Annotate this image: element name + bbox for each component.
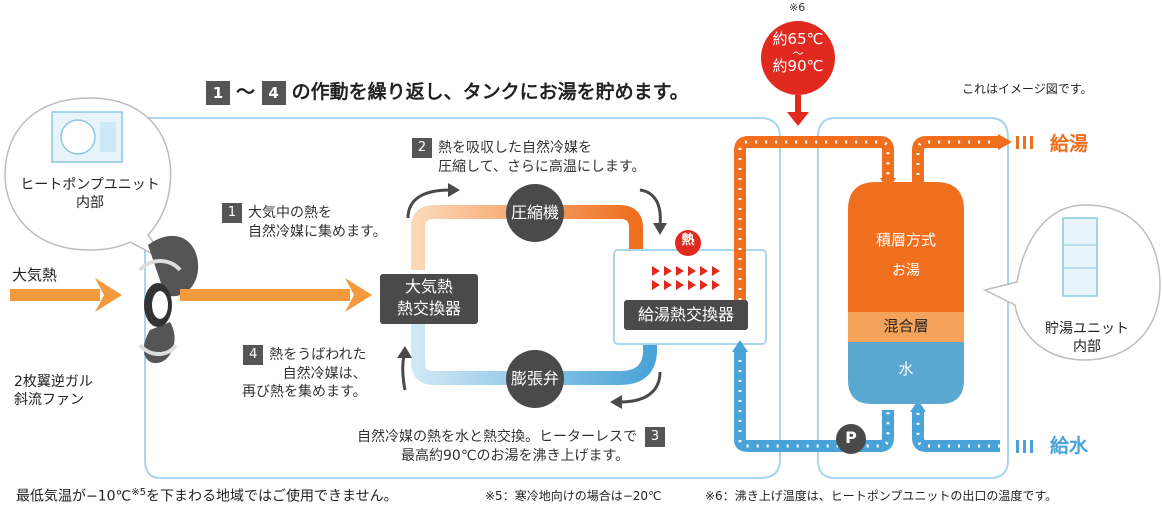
step3-number: 3 [645,427,665,447]
hot-pipe-up [734,136,894,300]
temperature-badge [761,21,835,95]
fan-icon [138,235,199,364]
air-heat-arrow [95,278,122,312]
step2-line1: 熱を吸収した自然冷媒を [438,140,592,156]
air-hx-line1: 大気熱 [404,277,453,296]
temp-high: 約90℃ [772,57,824,76]
storage-unit-label: 貯湯ユニット 内部 [1022,320,1152,356]
storage-tank-icon [1062,217,1098,297]
headline-step-4: 4 [261,80,286,105]
storage-unit-line1: 貯湯ユニット [1045,321,1129,337]
step1: 1 大気中の熱を 自然冷媒に集めます。 [222,203,387,241]
water-heat-exchanger: 給湯熱交換器 [624,300,748,330]
hot-supply-marks [1016,136,1033,149]
step1-line1: 大気中の熱を [248,205,332,221]
temp-tilde: 〜 [792,46,804,60]
step1-number: 1 [222,203,242,223]
expansion-valve: 膨張弁 [506,350,564,408]
headline-tilde: 〜 [236,81,256,103]
heat-transfer-arrows [652,266,720,290]
temp-range: 約65℃ 〜 約90℃ [768,30,828,76]
step3-line2: 最高約90℃のお湯を沸き上げます。 [401,448,630,464]
tank-title: 積層方式 [875,231,936,249]
step4-line1: 熱をうばわれた [269,347,367,363]
heat-pump-bubble [4,97,172,263]
heat-pump-unit-line2: 内部 [76,195,104,212]
heat-label: 熱 [681,233,695,248]
hot-pipe-out [912,136,1000,185]
heat-badge [675,230,701,256]
headline-step-1: 1 [206,80,230,105]
step4: 4 熱をうばわれた 自然冷媒は、 再び熱を集めます。 [242,345,367,401]
tank-mixed-label: 混合層 [883,317,929,335]
tank-hot-label: お湯 [892,263,920,279]
step2-number: 2 [412,138,432,158]
temp-low: 約65℃ [772,30,824,48]
image-note: これはイメージ図です。 [962,82,1093,96]
step2-line2: 圧縮して、さらに高温にします。 [438,159,646,175]
air-heat-label: 大気熱 [12,266,58,284]
fan-label-line1: 2枚翼逆ガル [14,374,93,390]
footer-main-text: 最低気温が−10℃ [16,488,132,505]
cold-supply-label: 給水 [1050,435,1089,457]
storage-unit-line2: 内部 [1073,339,1101,356]
footer-main-sup: ※5 [131,487,147,498]
pump-label: P [845,428,857,447]
footer-note6: ※6：沸き上げ温度は、ヒートポンプユニットの出口の温度です。 [705,489,1058,503]
step3-line1: 自然冷媒の熱を水と熱交換。ヒーターレスで [357,429,637,445]
heat-pump-unit-label: ヒートポンプユニット 内部 [10,176,170,212]
step3: 自然冷媒の熱を水と熱交換。ヒーターレスで 3 最高約90℃のお湯を沸き上げます。 [357,427,671,465]
step2: 2 熱を吸収した自然冷媒を 圧縮して、さらに高温にします。 [412,138,645,176]
temp-note-mark: ※6 [789,1,806,14]
cold-pipe-return [734,350,894,452]
hot-supply-label: 給湯 [1050,133,1089,155]
footer-note5: ※5：寒冷地向けの場合は−20℃ [485,489,662,503]
air-hx-line2: 熱交換器 [396,298,461,318]
heat-pump-unit-line1: ヒートポンプユニット [20,177,160,193]
storage-unit-outline [817,117,1009,479]
headline-text: の作動を繰り返し、タンクにお湯を貯めます。 [291,81,689,103]
step4-line2: 自然冷媒は、 [282,366,367,382]
cold-supply-marks [1016,440,1033,453]
pump-icon [836,424,866,454]
fan-label-line2: 斜流ファン [14,392,84,409]
step1-line2: 自然冷媒に集めます。 [248,224,387,240]
footer-main: 最低気温が−10℃※5を下まわる地域ではご使用できません。 [16,486,398,506]
storage-tank [848,182,964,404]
cold-pipe-in [912,410,1000,452]
step4-number: 4 [243,345,264,365]
tank-water-label: 水 [898,360,914,378]
air-heat-exchanger: 大気熱 熱交換器 [380,274,478,324]
step4-line3: 再び熱を集めます。 [242,384,367,401]
footer-main-rest: を下まわる地域ではご使用できません。 [146,488,398,505]
compressor: 圧縮機 [506,184,564,242]
fan-label: 2枚翼逆ガル 斜流ファン [14,373,93,409]
heat-pump-outline [144,117,781,479]
